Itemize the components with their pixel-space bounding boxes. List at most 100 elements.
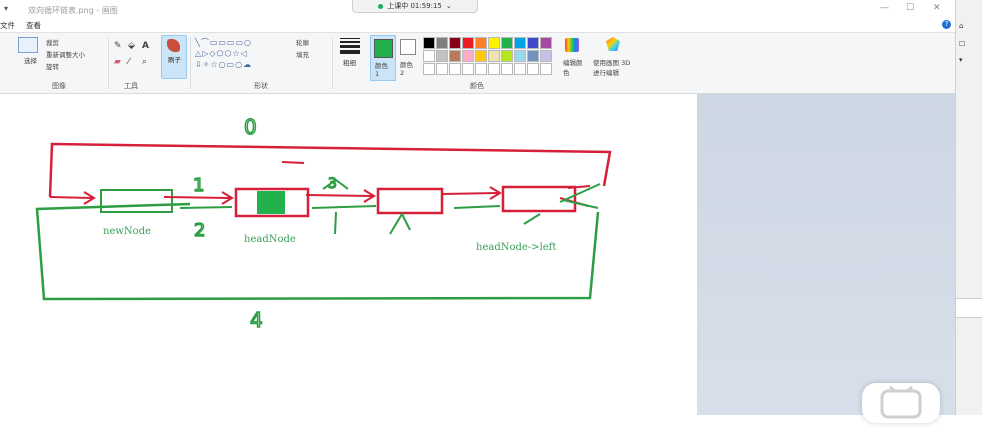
tv-icon bbox=[880, 385, 922, 419]
chevron-down-icon: ⌄ bbox=[445, 2, 452, 10]
recording-time: 上课中 01:59:15 bbox=[387, 2, 442, 10]
link-head-to-newnode bbox=[179, 206, 233, 209]
palette-swatch-29[interactable] bbox=[540, 63, 552, 75]
tab-view[interactable]: 查看 bbox=[26, 21, 41, 30]
help-icon[interactable]: ? bbox=[942, 20, 951, 29]
quick-access-toolbar[interactable]: ▾ bbox=[4, 4, 9, 13]
node-headnode-fill bbox=[257, 191, 285, 214]
select-label[interactable]: 选择 bbox=[24, 57, 37, 65]
palette-swatch-20[interactable] bbox=[423, 63, 435, 75]
step-number-2: 2 bbox=[194, 220, 205, 241]
color-picker-icon[interactable]: ⁄ bbox=[128, 57, 130, 67]
palette-swatch-12[interactable] bbox=[449, 50, 461, 62]
palette-swatch-7[interactable] bbox=[514, 37, 526, 49]
minimize-button[interactable]: — bbox=[880, 3, 889, 13]
palette-swatch-16[interactable] bbox=[501, 50, 513, 62]
color1-button[interactable]: 颜色 1 bbox=[370, 35, 396, 81]
floating-widget[interactable] bbox=[862, 383, 940, 423]
palette-swatch-11[interactable] bbox=[436, 50, 448, 62]
palette-swatch-5[interactable] bbox=[488, 37, 500, 49]
ribbon: 选择 裁剪 重新调整大小 旋转 图像 ✎ ⬙ A ▰ ⁄ ⌕ 工具 刷子 ╲⌒▭… bbox=[0, 33, 955, 94]
shapes-group-label: 形状 bbox=[254, 82, 268, 90]
label-newnode: newNode bbox=[103, 226, 151, 237]
palette-swatch-19[interactable] bbox=[540, 50, 552, 62]
palette-swatch-28[interactable] bbox=[527, 63, 539, 75]
paint3d-label[interactable]: 使用画图 3D 进行编辑 bbox=[593, 59, 631, 77]
arrowhead-icon bbox=[363, 189, 376, 203]
magnifier-icon[interactable]: ⌕ bbox=[142, 57, 148, 67]
palette-swatch-17[interactable] bbox=[514, 50, 526, 62]
green-scribble bbox=[559, 183, 601, 209]
color2-label[interactable]: 颜色 2 bbox=[400, 61, 413, 77]
green-scribble bbox=[523, 213, 541, 225]
linked-list-diagram: 0 1 2 3 4 newNode headNode headNode->lef… bbox=[35, 114, 612, 333]
crop-button[interactable]: 裁剪 bbox=[46, 39, 59, 47]
rotate-button[interactable]: 旋转 bbox=[46, 63, 59, 71]
shapes-gallery[interactable]: ╲⌒▭▭▭▭○△▷◇⬠⬡☆◁⇩✧☆○▭○☁ bbox=[195, 38, 253, 69]
select-icon[interactable] bbox=[18, 37, 38, 53]
palette-swatch-4[interactable] bbox=[475, 37, 487, 49]
palette-swatch-2[interactable] bbox=[449, 37, 461, 49]
size-label[interactable]: 粗细 bbox=[343, 59, 356, 67]
palette-swatch-3[interactable] bbox=[462, 37, 474, 49]
edit-colors-icon[interactable] bbox=[565, 38, 579, 52]
close-button[interactable]: ✕ bbox=[933, 3, 941, 13]
fill-icon[interactable]: ⬙ bbox=[128, 41, 135, 51]
image-group-label: 图像 bbox=[52, 82, 66, 90]
eraser-icon[interactable]: ▰ bbox=[114, 57, 121, 67]
palette-swatch-9[interactable] bbox=[540, 37, 552, 49]
palette-swatch-21[interactable] bbox=[436, 63, 448, 75]
arrowhead-icon bbox=[489, 186, 502, 200]
palette-swatch-26[interactable] bbox=[501, 63, 513, 75]
green-loop-path bbox=[35, 202, 600, 301]
palette-swatch-27[interactable] bbox=[514, 63, 526, 75]
palette-swatch-25[interactable] bbox=[488, 63, 500, 75]
link-tail-to-second bbox=[453, 205, 501, 209]
pencil-icon[interactable]: ✎ bbox=[114, 41, 122, 51]
side-panel-item[interactable]: ☐ bbox=[959, 40, 966, 48]
side-panel-item[interactable]: ⌂ bbox=[959, 22, 964, 30]
title-bar: ▾ 双向循环链表.png - 画图 上课中 01:59:15 ⌄ — ☐ ✕ bbox=[0, 0, 982, 18]
link-head-to-second bbox=[305, 194, 373, 197]
text-icon[interactable]: A bbox=[142, 41, 149, 51]
divider bbox=[190, 37, 191, 89]
step-number-0: 0 bbox=[244, 115, 257, 139]
palette-swatch-6[interactable] bbox=[501, 37, 513, 49]
palette-swatch-0[interactable] bbox=[423, 37, 435, 49]
node-newnode bbox=[100, 189, 173, 213]
canvas-workspace bbox=[697, 94, 955, 415]
side-panel-item[interactable]: ▾ bbox=[959, 56, 963, 64]
fill-button[interactable]: 填充 bbox=[296, 51, 309, 59]
palette-swatch-14[interactable] bbox=[475, 50, 487, 62]
brush-label: 刷子 bbox=[168, 56, 181, 64]
brushes-button[interactable]: 刷子 bbox=[161, 35, 187, 79]
paint3d-icon[interactable] bbox=[606, 37, 620, 51]
color2-swatch[interactable] bbox=[400, 39, 416, 55]
palette-swatch-1[interactable] bbox=[436, 37, 448, 49]
outline-button[interactable]: 轮廓 bbox=[296, 39, 309, 47]
palette-swatch-8[interactable] bbox=[527, 37, 539, 49]
palette-swatch-15[interactable] bbox=[488, 50, 500, 62]
link-newnode-to-head bbox=[163, 196, 231, 199]
brush-icon bbox=[167, 39, 180, 52]
green-scribble bbox=[322, 178, 411, 235]
link-second-to-tail bbox=[441, 192, 499, 195]
tab-file[interactable]: 文件 bbox=[0, 21, 15, 30]
palette-swatch-24[interactable] bbox=[475, 63, 487, 75]
link-second-to-head bbox=[311, 205, 377, 209]
palette-swatch-22[interactable] bbox=[449, 63, 461, 75]
maximize-button[interactable]: ☐ bbox=[906, 3, 915, 13]
palette-swatch-18[interactable] bbox=[527, 50, 539, 62]
side-panel-box bbox=[955, 298, 982, 318]
palette-swatch-10[interactable] bbox=[423, 50, 435, 62]
palette-swatch-13[interactable] bbox=[462, 50, 474, 62]
palette-swatch-23[interactable] bbox=[462, 63, 474, 75]
divider bbox=[108, 37, 109, 89]
resize-button[interactable]: 重新调整大小 bbox=[46, 51, 85, 59]
color-palette[interactable] bbox=[423, 37, 552, 75]
size-icon[interactable] bbox=[340, 38, 360, 54]
color1-swatch bbox=[374, 39, 393, 58]
tools-group-label: 工具 bbox=[124, 82, 138, 90]
edit-colors-label[interactable]: 编辑颜色 bbox=[563, 59, 583, 77]
recording-indicator[interactable]: 上课中 01:59:15 ⌄ bbox=[352, 0, 478, 13]
